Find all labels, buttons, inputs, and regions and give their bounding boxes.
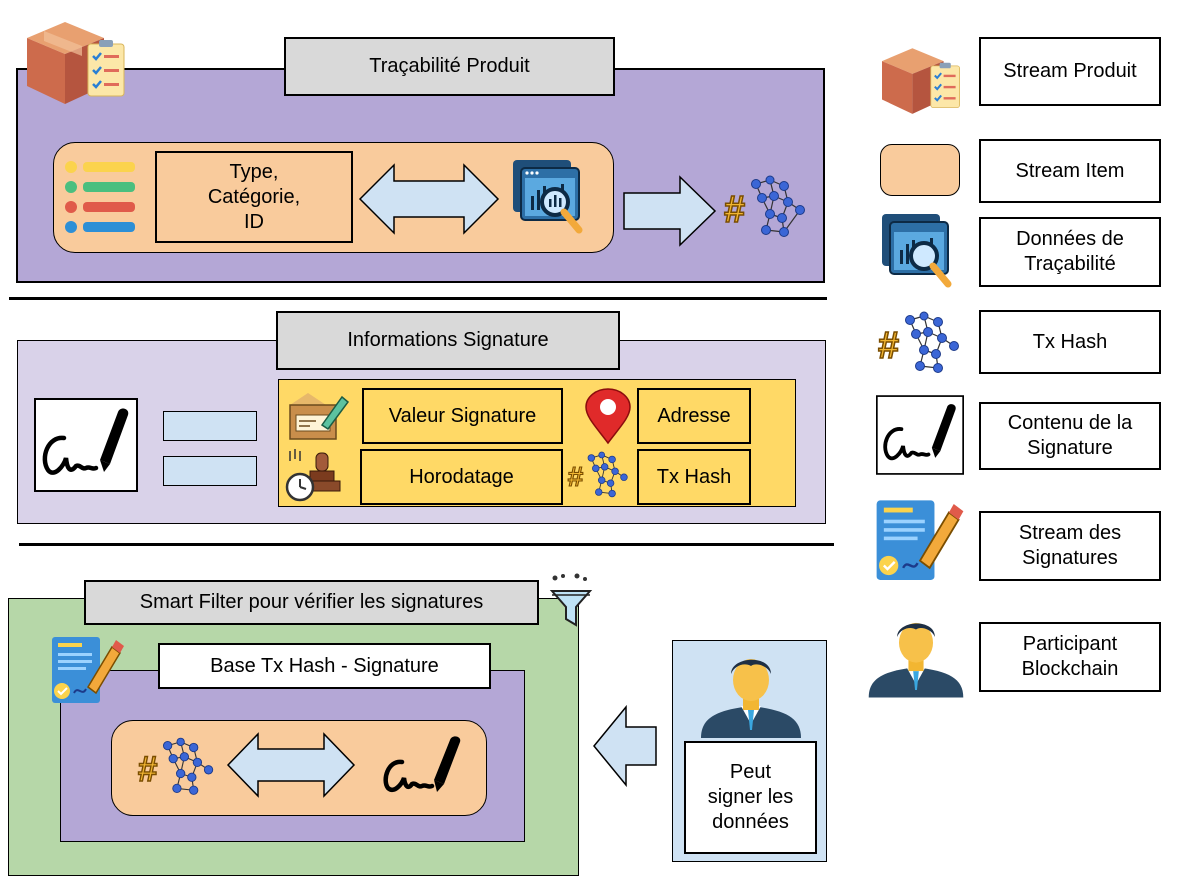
participant-text: Peut signer les données: [684, 741, 817, 854]
legend-person-icon: [868, 622, 964, 698]
legend-label-participant: Participant Blockchain: [979, 622, 1161, 692]
left-arrow: [593, 704, 657, 788]
bidirectional-arrow: [358, 163, 500, 235]
location-pin-icon: [585, 388, 631, 445]
timestamp-stamp-icon: [285, 449, 341, 502]
legend-label-stream-produit: Stream Produit: [979, 37, 1161, 106]
product-item-fields: Type, Catégorie, ID: [155, 151, 353, 243]
smart-filter-title: Smart Filter pour vérifier les signature…: [84, 580, 539, 625]
divider-2: [19, 543, 834, 546]
sign-document-icon: [289, 393, 350, 440]
legend-label-tx-hash: Tx Hash: [979, 310, 1161, 374]
svg-text:#: #: [568, 460, 584, 492]
svg-text:#: #: [724, 189, 745, 231]
signature-section-title: Informations Signature: [276, 311, 620, 370]
person-icon: [701, 659, 801, 738]
base-bidirectional-arrow: [226, 732, 356, 798]
right-arrow: [623, 175, 717, 247]
product-section-title: Traçabilité Produit: [284, 37, 615, 96]
legend-traceability-data-icon: [882, 214, 952, 288]
product-box-icon: [27, 22, 125, 104]
svg-text:#: #: [138, 750, 158, 789]
signature-pen-icon-base: [383, 736, 461, 793]
divider-1: [9, 297, 827, 300]
legend-tx-hash-icon: #: [877, 311, 959, 373]
legend-product-box-icon: [882, 48, 960, 114]
legend-signature-pen-icon: [876, 395, 964, 475]
address-field: Adresse: [637, 388, 751, 444]
svg-text:#: #: [878, 325, 899, 367]
signature-field-bar-1: [163, 411, 257, 441]
funnel-icon: [549, 573, 593, 627]
signature-field-bar-2: [163, 456, 257, 486]
signature-value-field: Valeur Signature: [362, 388, 563, 444]
signature-base-title: Base Tx Hash - Signature: [158, 643, 491, 689]
legend-label-stream-signatures: Stream des Signatures: [979, 511, 1161, 581]
signature-pen-icon: [34, 398, 138, 492]
legend-signed-document-icon: [876, 500, 964, 580]
signed-document-icon: [52, 637, 124, 703]
tx-hash-icon: #: [723, 175, 805, 237]
base-stream-item: [111, 720, 487, 816]
tx-hash-field: Tx Hash: [637, 449, 751, 505]
traceability-data-icon: [513, 160, 583, 234]
list-icon: [65, 161, 135, 233]
timestamp-field: Horodatage: [360, 449, 563, 505]
tx-hash-icon-base: #: [137, 737, 214, 795]
tx-hash-icon-small: #: [567, 451, 628, 498]
legend-stream-item-swatch: [880, 144, 960, 196]
legend-label-contenu: Contenu de la Signature: [979, 402, 1161, 470]
legend-label-stream-item: Stream Item: [979, 139, 1161, 203]
legend-label-donnees: Données de Traçabilité: [979, 217, 1161, 287]
